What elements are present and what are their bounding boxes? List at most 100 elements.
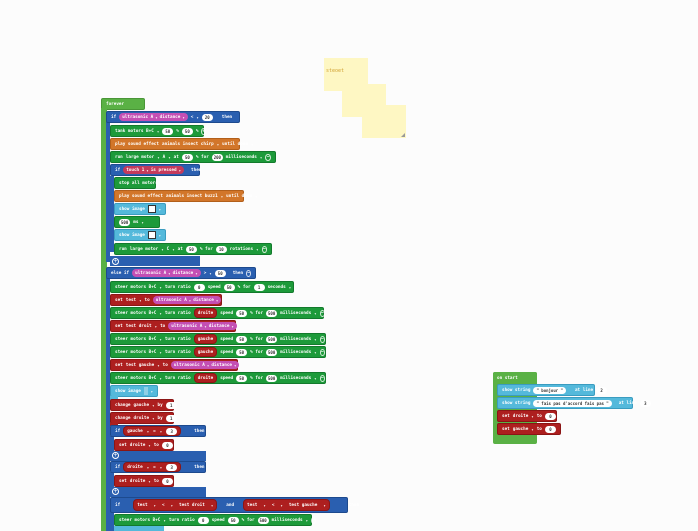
variable-dropdown[interactable]: droite — [512, 413, 529, 419]
unit-dropdown[interactable]: milliseconds — [280, 375, 312, 381]
number-input[interactable]: 0 — [544, 412, 556, 420]
image-preview-icon[interactable] — [147, 231, 156, 239]
else-if-block[interactable]: else if ultrasonic A▾distance▾ >▾ 50 the… — [106, 267, 256, 279]
variable-dropdown[interactable]: gauche — [127, 428, 143, 434]
steer-motors-block-5[interactable]: steer motors B+C▾ turn ratio droite spee… — [110, 372, 326, 384]
number-input[interactable]: 0 — [193, 283, 205, 291]
number-input[interactable]: 500 — [266, 374, 278, 382]
unit-dropdown[interactable]: rotations — [229, 246, 254, 252]
number-input[interactable]: 0 — [161, 441, 173, 449]
number-input[interactable]: 200 — [211, 153, 223, 161]
number-input[interactable]: 50 — [223, 283, 235, 291]
show-image-block-1[interactable]: show image ▾ — [114, 203, 166, 215]
collapse-icon[interactable]: − — [319, 309, 325, 317]
string-input[interactable]: " bonjour " — [533, 386, 566, 394]
port-dropdown[interactable]: A — [162, 154, 166, 160]
if-block-1[interactable]: if ultrasonic A▾distance▾ <▾ 20 then — [106, 111, 240, 123]
stop-all-motors-block[interactable]: stop all motors — [114, 177, 158, 189]
variable-dropdown[interactable]: droite — [127, 464, 143, 470]
port-dropdown[interactable]: C — [166, 246, 170, 252]
variable-pill[interactable]: gauche — [193, 347, 218, 357]
number-input[interactable]: 1 — [165, 414, 177, 422]
change-variable-block-2[interactable]: change droite▾ by 1 — [110, 412, 177, 424]
play-sound-block-2[interactable]: play sound effect animals insect buzz1▾ … — [114, 190, 257, 202]
collapse-icon[interactable]: − — [319, 374, 325, 382]
variable-pill[interactable]: droite — [193, 308, 218, 318]
number-input[interactable]: 0 — [544, 425, 556, 433]
steer-motors-block-2[interactable]: steer motors B+C▾ turn ratio droite spee… — [110, 307, 325, 319]
comparison-pill[interactable]: droite▾=▾3 — [123, 462, 182, 472]
ultrasonic-sensor-pill[interactable]: ultrasonic A▾distance▾ — [119, 113, 188, 121]
collapse-icon[interactable]: − — [319, 348, 325, 356]
show-string-block-1[interactable]: show string " bonjour " at line 2 — [497, 384, 608, 396]
image-preview-icon[interactable] — [147, 205, 156, 213]
operator-dropdown[interactable]: = — [153, 428, 156, 434]
expand-icon[interactable]: + — [201, 127, 207, 135]
ultrasonic-sensor-pill[interactable]: ultrasonic A▾distance▾ — [168, 322, 237, 330]
variable-pill[interactable]: droite — [193, 373, 218, 383]
number-input[interactable]: 2 — [596, 386, 608, 394]
number-input[interactable]: 50 — [236, 374, 248, 382]
number-input[interactable]: 50 — [162, 127, 174, 135]
number-input[interactable]: 50 — [185, 245, 197, 253]
add-else-icon[interactable]: + — [112, 257, 119, 265]
if-block-2[interactable]: if touch 1▾is pressed▾ then — [110, 164, 201, 176]
variable-dropdown[interactable]: test droit — [178, 502, 205, 508]
operator-dropdown[interactable]: = — [153, 464, 156, 470]
number-input[interactable]: 50 — [236, 309, 248, 317]
collapse-icon[interactable]: − — [265, 153, 271, 161]
change-variable-block-1[interactable]: change gauche▾ by 1 — [110, 399, 177, 411]
string-input[interactable]: " fais pas d'accord fais pas " — [533, 399, 612, 407]
variable-dropdown[interactable]: gauche — [133, 402, 150, 408]
forever-hat[interactable]: forever — [101, 98, 145, 110]
motor-type-dropdown[interactable]: large motor — [129, 246, 159, 252]
number-input[interactable]: 50 — [214, 269, 226, 277]
comparison-pill[interactable]: gauche▾=▾3 — [123, 426, 182, 436]
number-input[interactable]: 3 — [166, 427, 178, 435]
variable-dropdown[interactable]: test — [137, 502, 148, 508]
variable-dropdown[interactable]: test droit — [125, 323, 152, 329]
variable-dropdown[interactable]: test — [247, 502, 258, 508]
if-block-4[interactable]: if droite▾=▾3 then — [110, 461, 206, 473]
if-block-3[interactable]: if gauche▾=▾3 then — [110, 425, 206, 437]
unit-dropdown[interactable]: milliseconds — [280, 310, 312, 316]
number-input[interactable]: 50 — [181, 127, 193, 135]
unit-dropdown[interactable]: milliseconds — [280, 349, 312, 355]
collapse-icon[interactable]: − — [261, 245, 267, 253]
number-input[interactable]: 1 — [165, 401, 177, 409]
variable-dropdown[interactable]: test gauche — [288, 502, 318, 508]
number-input[interactable]: 500 — [257, 516, 269, 524]
variable-dropdown[interactable]: gauche — [512, 426, 529, 432]
ultrasonic-sensor-pill[interactable]: ultrasonic A▾distance▾ — [132, 269, 201, 277]
number-input[interactable]: 500 — [119, 218, 131, 226]
steer-motors-block-6[interactable]: steer motors B+C▾ turn ratio 0 speed 50%… — [114, 514, 317, 526]
number-input[interactable]: 20 — [201, 113, 213, 121]
comparison-pill-left[interactable]: test▾<▾test droit▾ — [133, 499, 218, 511]
motor-type-dropdown[interactable]: large motor — [125, 154, 155, 160]
operator-dropdown[interactable]: < — [161, 502, 165, 508]
ultrasonic-sensor-pill[interactable]: ultrasonic A▾distance▾ — [152, 296, 222, 304]
number-input[interactable]: 3 — [639, 399, 651, 407]
number-input[interactable]: 500 — [266, 348, 278, 356]
unit-dropdown[interactable]: milliseconds — [225, 154, 257, 160]
number-input[interactable]: 50 — [181, 153, 193, 161]
number-input[interactable]: 500 — [266, 309, 278, 317]
number-input[interactable]: 50 — [236, 335, 248, 343]
variable-dropdown[interactable]: test gauche — [125, 362, 155, 368]
play-sound-block-1[interactable]: play sound effect animals insect chirp▾ … — [110, 138, 253, 150]
comment-note-3[interactable] — [362, 105, 406, 138]
number-input[interactable]: 0 — [161, 477, 173, 485]
resize-handle-icon[interactable] — [401, 133, 405, 137]
number-input[interactable]: 500 — [266, 335, 278, 343]
variable-dropdown[interactable]: test — [125, 297, 137, 303]
add-else-icon[interactable]: + — [112, 487, 119, 495]
number-input[interactable]: 1 — [253, 283, 265, 291]
set-variable-block-2[interactable]: set test droit▾ to ultrasonic A▾distance… — [110, 320, 237, 332]
set-variable-block-1[interactable]: set test▾ to ultrasonic A▾distance▾ — [110, 294, 222, 306]
unit-dropdown[interactable]: milliseconds — [271, 517, 303, 523]
touch-sensor-pill[interactable]: touch 1▾is pressed▾ — [123, 166, 185, 174]
number-input[interactable]: 50 — [236, 348, 248, 356]
collapse-icon[interactable]: − — [246, 269, 252, 277]
collapse-icon[interactable]: − — [294, 283, 300, 291]
operator-dropdown[interactable]: < — [271, 502, 275, 508]
